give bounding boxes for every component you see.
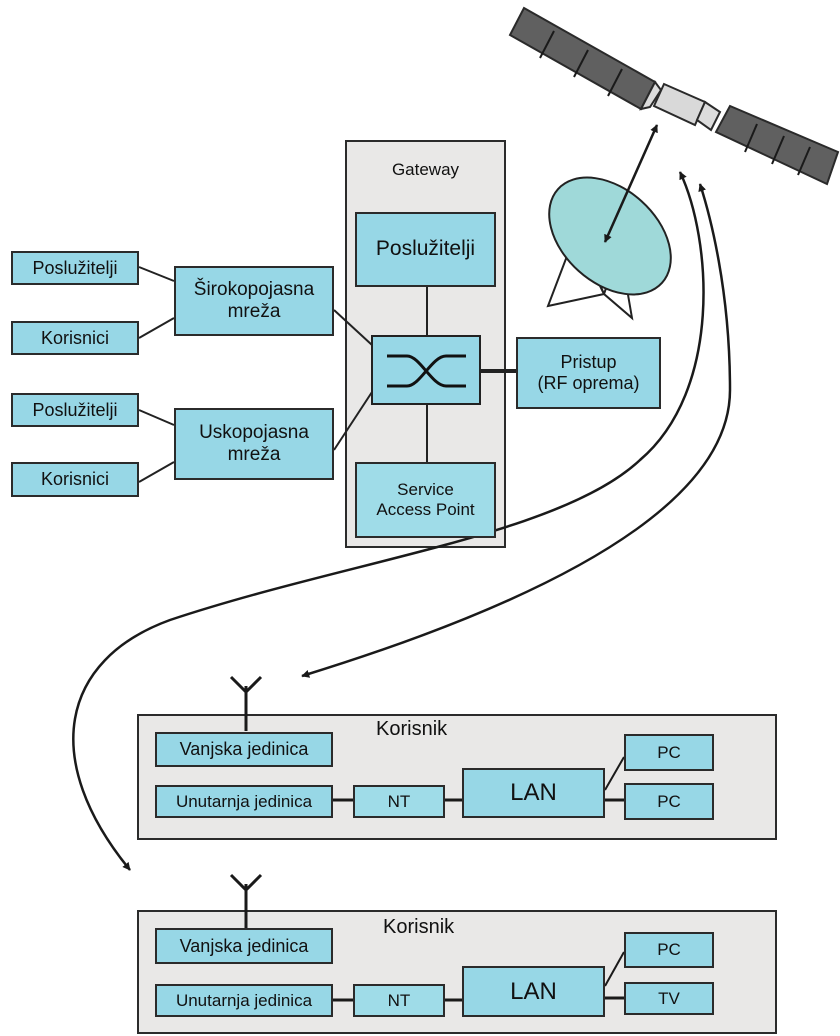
- user1-device2-box: PC: [624, 783, 714, 820]
- narrowband-users-box: Korisnici: [11, 462, 139, 497]
- access-label-line1: Pristup: [560, 352, 617, 373]
- user2-device2-label: TV: [658, 988, 680, 1008]
- narrowband-net-line1: Uskopojasna: [199, 422, 309, 444]
- user1-lan-label: LAN: [510, 779, 557, 807]
- narrowband-users-label: Korisnici: [40, 469, 110, 490]
- user2-nt-label: NT: [387, 990, 411, 1010]
- user2-device1-box: PC: [624, 932, 714, 968]
- narrowband-network-box: Uskopojasna mreža: [174, 408, 334, 480]
- user2-indoor-label: Unutarnja jedinica: [175, 990, 313, 1010]
- access-rf-box: Pristup (RF oprema): [516, 337, 661, 409]
- sap-label-line1: Service: [397, 480, 454, 500]
- dish-antenna-icon: [546, 176, 672, 321]
- broadband-net-line1: Širokopojasna: [193, 279, 315, 301]
- narrowband-servers-label: Poslužitelji: [32, 399, 118, 420]
- broadband-servers-box: Poslužitelji: [11, 251, 139, 285]
- gateway-servers-label: Poslužitelji: [375, 237, 476, 261]
- user1-nt-label: NT: [387, 791, 411, 811]
- user2-lan-box: LAN: [462, 966, 605, 1017]
- user1-antenna-icon: [229, 675, 263, 731]
- user2-outdoor-unit-box: Vanjska jedinica: [155, 928, 333, 964]
- user1-device1-box: PC: [624, 734, 714, 771]
- user1-indoor-label: Unutarnja jedinica: [175, 791, 313, 811]
- broadband-net-line2: mreža: [227, 301, 281, 322]
- narrowband-servers-box: Poslužitelji: [11, 393, 139, 427]
- user1-outdoor-unit-box: Vanjska jedinica: [155, 732, 333, 767]
- user2-link-arrow: [72, 171, 705, 871]
- user2-lan-label: LAN: [510, 977, 557, 1005]
- gateway-title: Gateway: [391, 160, 460, 179]
- user2-device2-box: TV: [624, 982, 714, 1015]
- broadband-servers-label: Poslužitelji: [32, 257, 118, 278]
- user1-title: Korisnik: [376, 718, 448, 740]
- user2-nt-box: NT: [353, 984, 445, 1017]
- access-label-line2: (RF oprema): [537, 373, 640, 393]
- user2-outdoor-label: Vanjska jedinica: [179, 935, 309, 956]
- user1-nt-box: NT: [353, 785, 445, 818]
- user2-links: [333, 951, 625, 1002]
- user2-indoor-unit-box: Unutarnja jedinica: [155, 984, 333, 1017]
- broadband-users-box: Korisnici: [11, 321, 139, 355]
- narrowband-net-line2: mreža: [227, 444, 281, 465]
- sap-label-line2: Access Point: [376, 500, 475, 519]
- satellite-icon: [508, 6, 840, 186]
- user2-title: Korisnik: [383, 916, 455, 938]
- service-access-point-box: Service Access Point: [355, 462, 496, 538]
- user2-antenna-icon: [229, 873, 263, 928]
- user1-device2-label: PC: [657, 791, 681, 811]
- user1-device1-label: PC: [657, 742, 681, 762]
- user1-outdoor-label: Vanjska jedinica: [179, 739, 309, 760]
- user1-links: [333, 756, 625, 802]
- switch-symbol: [371, 335, 481, 405]
- broadband-network-box: Širokopojasna mreža: [174, 266, 334, 336]
- user1-lan-box: LAN: [462, 768, 605, 818]
- broadband-users-label: Korisnici: [40, 327, 110, 348]
- gateway-servers-box: Poslužitelji: [355, 212, 496, 287]
- user1-indoor-unit-box: Unutarnja jedinica: [155, 785, 333, 818]
- user2-device1-label: PC: [657, 940, 681, 960]
